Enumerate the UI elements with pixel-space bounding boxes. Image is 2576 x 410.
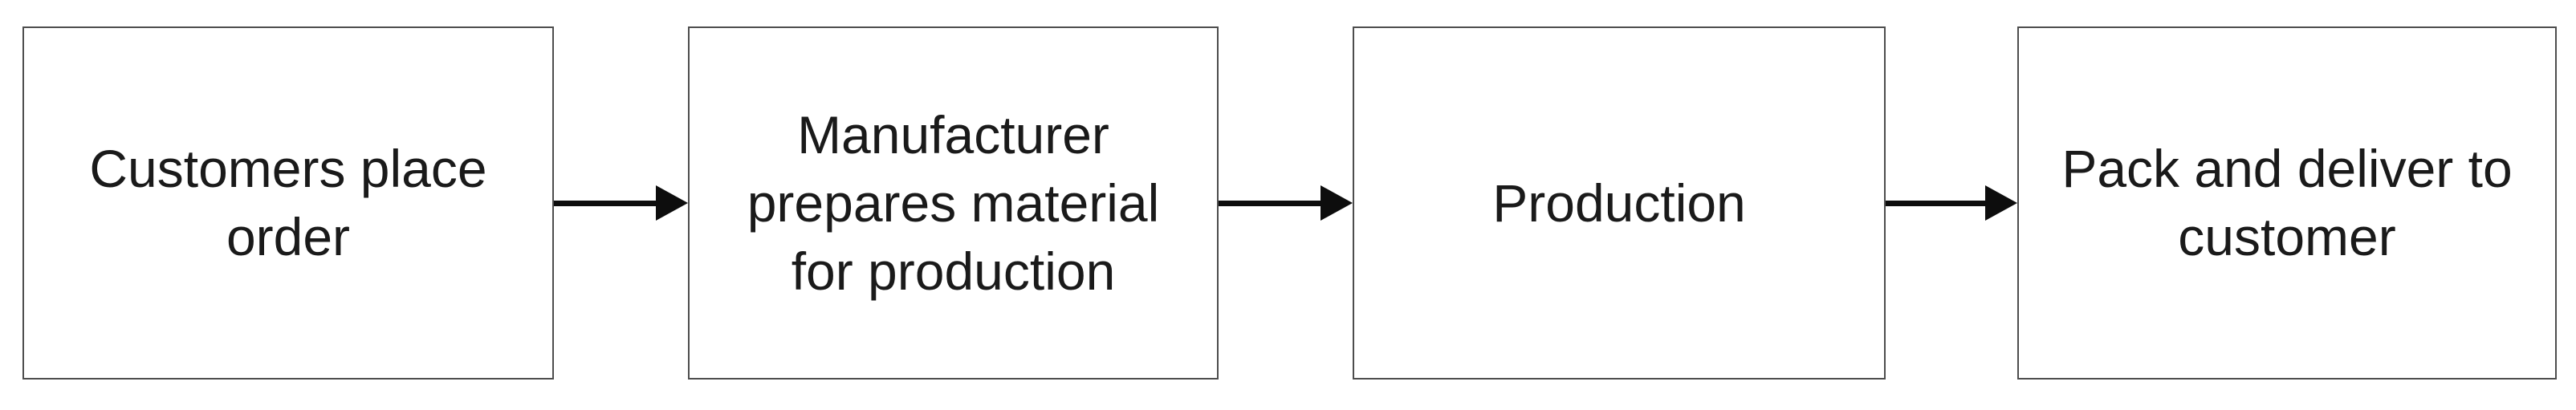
node-label: Production [1492,173,1746,233]
node-manufacturer-prepares-material: Manufacturer prepares material for produ… [688,26,1219,380]
node-label: Manufacturer prepares material for produ… [747,104,1160,301]
arrow-line [1886,200,1990,206]
node-label: Pack and deliver to customer [2061,139,2513,266]
node-pack-and-deliver-to-customer: Pack and deliver to customer [2017,26,2557,380]
flow-arrow-1 [554,185,688,221]
flow-arrow-2 [1219,185,1353,221]
flow-arrow-3 [1886,185,2017,221]
arrow-head-icon [656,185,688,221]
arrow-line [554,200,661,206]
node-production: Production [1353,26,1886,380]
arrow-head-icon [1985,185,2017,221]
arrow-head-icon [1321,185,1353,221]
node-label: Customers place order [89,139,487,266]
arrow-line [1219,200,1325,206]
node-customers-place-order: Customers place order [22,26,554,380]
